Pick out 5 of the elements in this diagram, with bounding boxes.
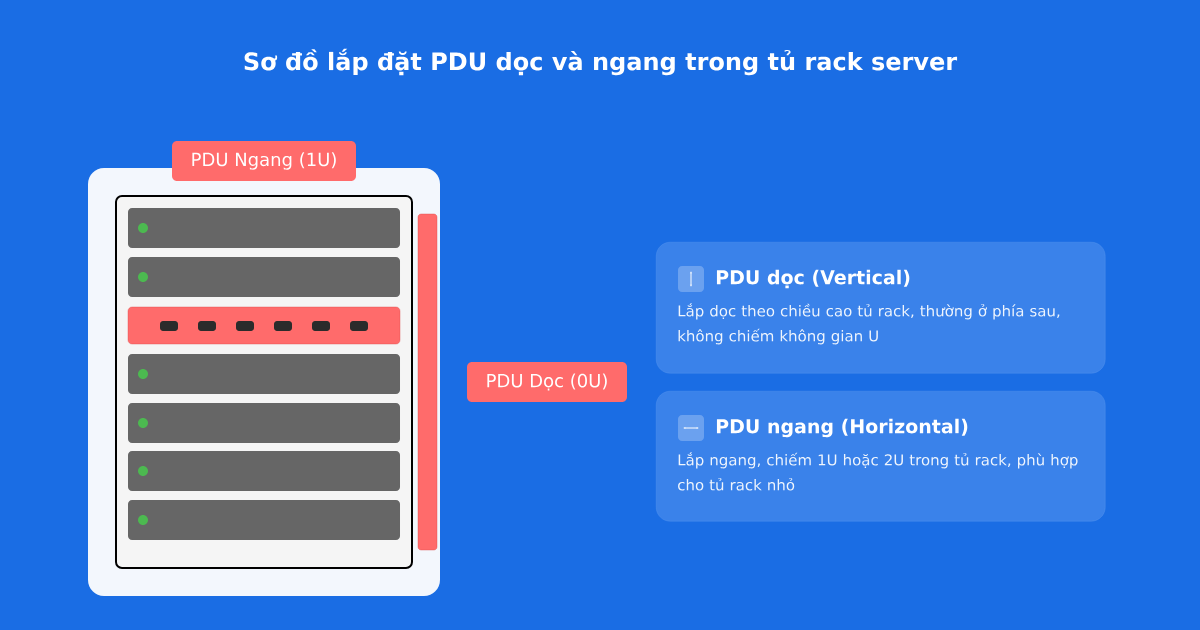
title: Sơ đồ lắp đặt PDU dọc và ngang trong tủ rack server [244,48,958,76]
info-card: PDU ngang (Horizontal) Lắp ngang, chiếm 1U hoặc 2U trong tủ rack, phù hợp cho tủ rack nhỏ [656,391,1106,522]
label-tag: PDU Dọc (0U) [467,362,627,402]
info-card: PDU dọc (Vertical) Lắp dọc theo chiều cao tủ rack, thường ở phía sau, không chiếm không gian U [656,242,1106,374]
label-tag: PDU Ngang (1U) [172,141,356,181]
